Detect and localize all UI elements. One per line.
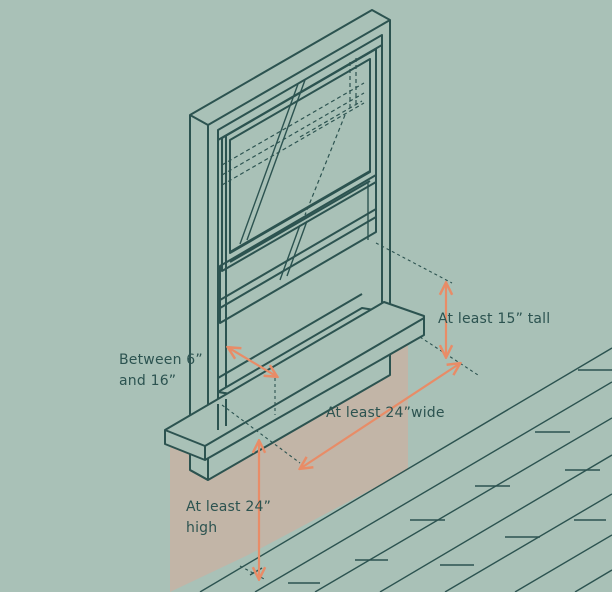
window-sill xyxy=(164,293,425,461)
label-high: At least 24” high xyxy=(186,497,271,539)
sill-depth-arrow xyxy=(229,348,276,376)
label-high-line2: high xyxy=(186,520,218,536)
label-high-line1: At least 24” xyxy=(186,499,272,515)
label-tall: At least 15” tall xyxy=(438,311,551,327)
lower-sash xyxy=(219,174,377,324)
label-wide: At least 24”wide xyxy=(326,405,445,421)
measurement-arrows xyxy=(229,284,459,578)
width-arrow xyxy=(301,364,459,468)
meeting-rail-hidden-lines xyxy=(221,58,365,216)
label-between: Between 6” and 16” xyxy=(119,350,203,392)
label-between-line1: Between 6” xyxy=(119,352,203,368)
label-between-line2: and 16” xyxy=(119,373,177,389)
